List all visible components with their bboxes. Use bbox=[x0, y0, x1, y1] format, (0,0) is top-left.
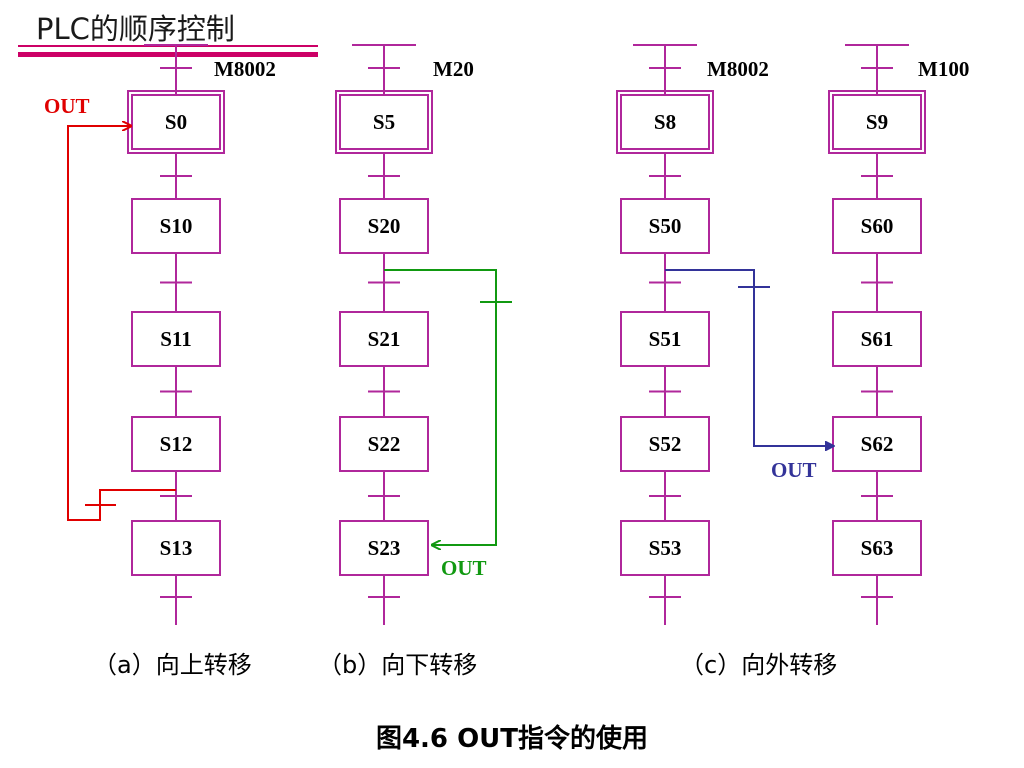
step-box bbox=[832, 416, 922, 472]
step-label: S12 bbox=[160, 432, 193, 456]
step-label: S50 bbox=[649, 214, 682, 238]
initial-step-box bbox=[339, 94, 429, 150]
step-label: S13 bbox=[160, 536, 193, 560]
init-condition-label: M8002 bbox=[707, 57, 769, 81]
out-connector-c bbox=[665, 269, 834, 446]
step-label: S0 bbox=[165, 110, 187, 134]
out-label-a: OUT bbox=[44, 94, 90, 118]
step-box bbox=[131, 520, 221, 576]
step-label: S23 bbox=[368, 536, 401, 560]
step-label: S62 bbox=[861, 432, 894, 456]
init-condition-label: M20 bbox=[433, 57, 474, 81]
out-label-c: OUT bbox=[771, 458, 817, 482]
step-label: S52 bbox=[649, 432, 682, 456]
step-label: S9 bbox=[866, 110, 888, 134]
caption-c: （c）向外转移 bbox=[680, 651, 838, 679]
initial-step-box bbox=[131, 94, 221, 150]
step-label: S60 bbox=[861, 214, 894, 238]
step-box bbox=[131, 311, 221, 367]
title-underline-thick bbox=[18, 52, 318, 57]
step-label: S61 bbox=[861, 327, 894, 351]
init-condition-label: M8002 bbox=[214, 57, 276, 81]
page-title: PLC的顺序控制 bbox=[36, 12, 235, 46]
caption-a: （a）向上转移 bbox=[93, 651, 252, 679]
step-box bbox=[832, 311, 922, 367]
initial-step-box bbox=[832, 94, 922, 150]
step-box bbox=[832, 520, 922, 576]
step-label: S5 bbox=[373, 110, 395, 134]
step-label: S21 bbox=[368, 327, 401, 351]
step-box bbox=[339, 198, 429, 254]
figure-caption: 图4.6 OUT指令的使用 bbox=[375, 724, 649, 754]
step-box bbox=[131, 416, 221, 472]
step-box bbox=[339, 311, 429, 367]
step-box bbox=[339, 416, 429, 472]
step-label: S8 bbox=[654, 110, 676, 134]
step-label: S53 bbox=[649, 536, 682, 560]
step-label: S11 bbox=[160, 327, 192, 351]
init-condition-label: M100 bbox=[918, 57, 969, 81]
step-label: S63 bbox=[861, 536, 894, 560]
step-label: S22 bbox=[368, 432, 401, 456]
step-label: S20 bbox=[368, 214, 401, 238]
step-box bbox=[339, 520, 429, 576]
initial-step-box bbox=[620, 94, 710, 150]
out-connector-b bbox=[384, 269, 512, 545]
out-label-b: OUT bbox=[441, 556, 487, 580]
out-connector-a bbox=[67, 126, 176, 521]
step-box bbox=[832, 198, 922, 254]
step-label: S10 bbox=[160, 214, 193, 238]
step-label: S51 bbox=[649, 327, 682, 351]
caption-b: （b）向下转移 bbox=[318, 651, 478, 679]
